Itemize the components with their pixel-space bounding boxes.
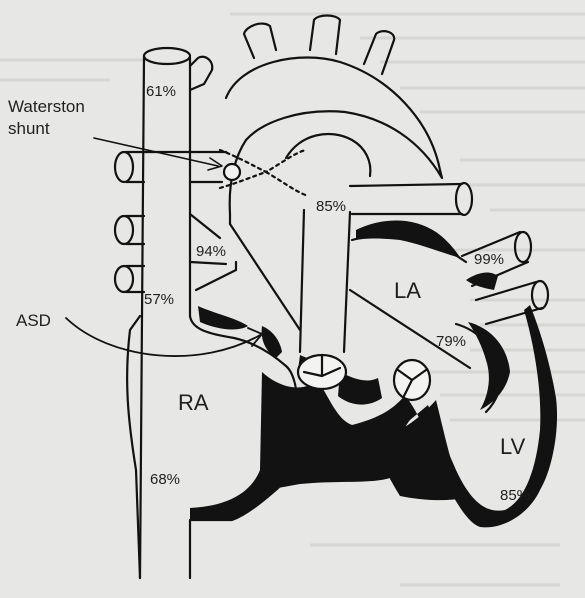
la-label: LA: [394, 278, 421, 303]
pulm-vein-saturation: 99%: [474, 251, 504, 268]
brachiocephalic-branch: [244, 24, 276, 58]
pulmonary-artery: [350, 184, 462, 214]
pulmonary-valve: [298, 355, 346, 389]
asd-wall-blob: [262, 326, 282, 358]
aorta-inner-arch: [286, 134, 370, 176]
aorta-saturation: 85%: [316, 198, 346, 215]
waterston-label-line2: shunt: [8, 119, 50, 138]
pa-end: [456, 183, 472, 215]
ra-saturation: 68%: [150, 471, 180, 488]
asd-label: ASD: [16, 311, 51, 330]
mitral-valve: [394, 360, 430, 400]
waterston-label-line1: Waterston: [8, 97, 85, 116]
pv1-end: [515, 232, 531, 262]
subclavian-branch: [364, 31, 394, 74]
rpa-lower: [196, 262, 236, 290]
rpa-mid-saturation: 94%: [196, 243, 226, 260]
septum-oblique-1: [230, 224, 300, 330]
pv2-end: [532, 281, 548, 309]
rpa-end-1: [115, 152, 133, 182]
lv-label: LV: [500, 434, 526, 459]
carotid-branch: [310, 16, 340, 55]
svc-saturation: 61%: [146, 83, 176, 100]
right-pa-branch-3: [126, 262, 226, 292]
svc-top: [144, 48, 190, 64]
ascending-aorta-right: [344, 212, 350, 352]
rpa-end-3: [115, 266, 133, 292]
lv-saturation: 85%: [500, 487, 530, 504]
rpa-low-saturation: 57%: [144, 291, 174, 308]
rpa-end-2: [115, 216, 133, 244]
azygos-branch: [190, 57, 212, 90]
ra-wall-patch: [198, 306, 248, 329]
la-saturation: 79%: [436, 333, 466, 350]
la-wall-right: [468, 322, 510, 410]
right-pa-branch-2: [126, 214, 220, 244]
ra-label: RA: [178, 390, 209, 415]
waterston-shunt-graphic: [220, 150, 308, 196]
